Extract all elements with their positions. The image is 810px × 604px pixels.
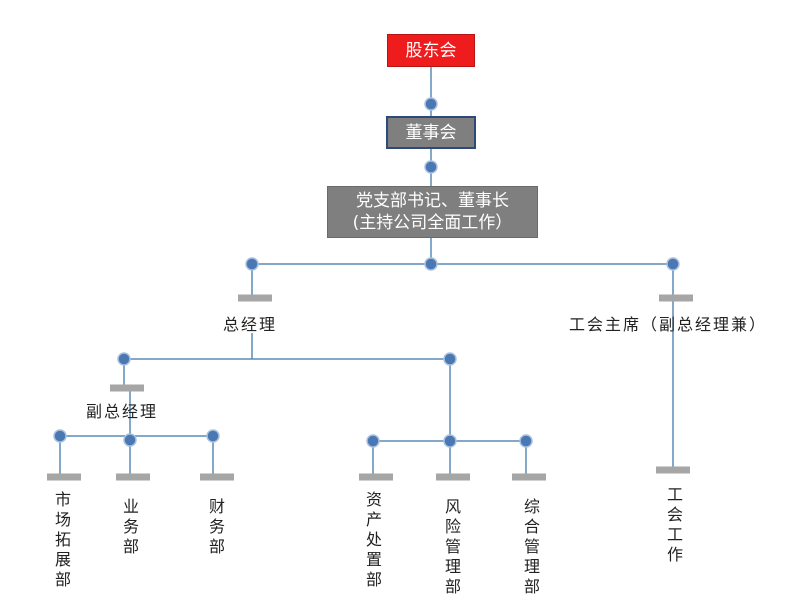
node-dot-market bbox=[53, 429, 67, 443]
node-dot-chairman-split bbox=[424, 257, 438, 271]
node-general-manager: 总经理 bbox=[223, 315, 278, 334]
node-dot-general bbox=[519, 434, 533, 448]
node-dot-chairman-top bbox=[424, 160, 438, 174]
dept-business: 业务部 bbox=[122, 497, 139, 556]
bar-dgm bbox=[110, 384, 144, 392]
dept-union-work: 工会工作 bbox=[666, 485, 683, 564]
bar-general bbox=[512, 473, 546, 481]
node-dot-finance bbox=[206, 429, 220, 443]
dept-finance: 财务部 bbox=[208, 497, 225, 556]
node-board-label: 董事会 bbox=[405, 122, 457, 143]
dept-market-expansion: 市场拓展部 bbox=[54, 490, 71, 589]
bar-risk bbox=[436, 473, 470, 481]
bar-business bbox=[116, 473, 150, 481]
node-union-chairman: 工会主席（副总经理兼） bbox=[569, 315, 768, 334]
node-shareholders-label: 股东会 bbox=[405, 40, 457, 61]
node-dot-asset bbox=[366, 434, 380, 448]
node-chairman: 党支部书记、董事长 (主持公司全面工作） bbox=[327, 186, 538, 238]
bar-asset bbox=[359, 473, 393, 481]
node-dot-gm-branch bbox=[245, 257, 259, 271]
node-dot-board-top bbox=[424, 97, 438, 111]
node-chairman-label-line1: 党支部书记、董事长 bbox=[356, 191, 509, 211]
dept-risk-management: 风险管理部 bbox=[444, 497, 461, 596]
node-dot-risk bbox=[443, 434, 457, 448]
bar-gm bbox=[238, 294, 272, 302]
node-chairman-label-line2: (主持公司全面工作） bbox=[352, 213, 513, 233]
bar-market bbox=[47, 473, 81, 481]
dept-general-management: 综合管理部 bbox=[523, 497, 540, 596]
bar-finance bbox=[200, 473, 234, 481]
connector-nodes bbox=[53, 97, 680, 448]
connector-bars bbox=[47, 294, 693, 481]
node-dot-business bbox=[123, 433, 137, 447]
node-dot-union-branch bbox=[666, 257, 680, 271]
dept-asset-disposal: 资产处置部 bbox=[365, 490, 382, 589]
node-dot-right-branch bbox=[443, 352, 457, 366]
bar-union-work bbox=[656, 466, 690, 474]
bar-union-chair bbox=[659, 294, 693, 302]
node-shareholders: 股东会 bbox=[387, 34, 475, 67]
node-deputy-general-manager: 副总经理 bbox=[86, 402, 159, 421]
node-dot-dgm-branch bbox=[117, 352, 131, 366]
node-board: 董事会 bbox=[386, 116, 476, 149]
